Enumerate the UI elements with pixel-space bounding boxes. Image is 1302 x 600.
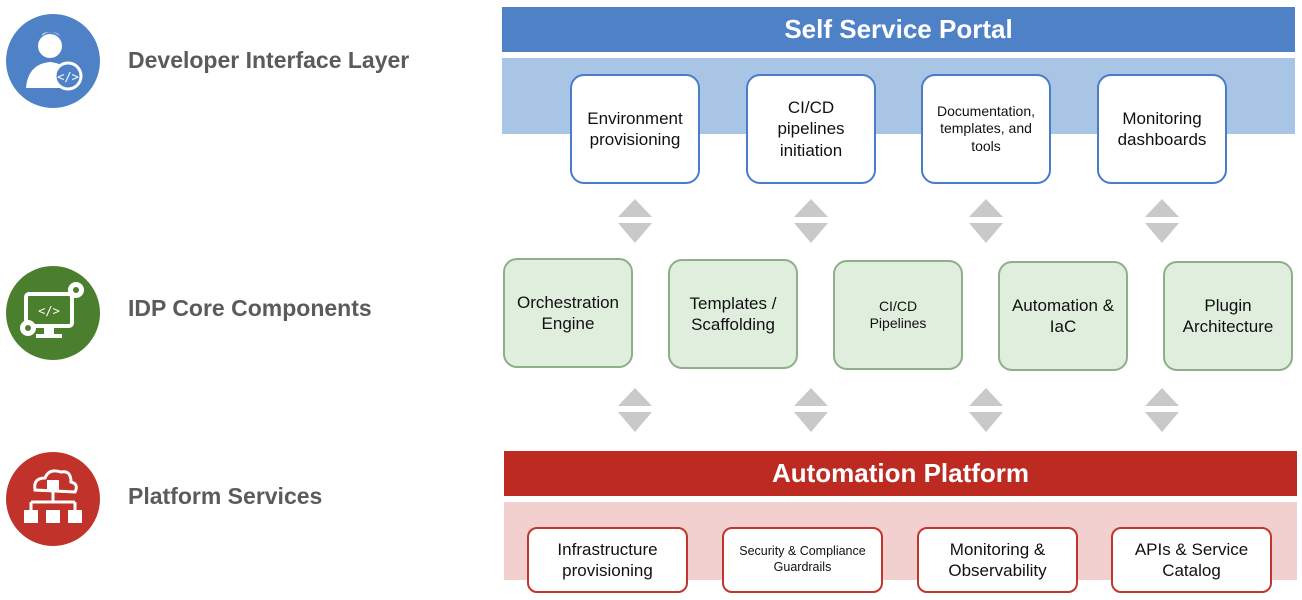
portal-item-label: CI/CD pipelines initiation [777, 98, 845, 160]
monitor-gears-code-icon: </> [6, 266, 100, 360]
bidirectional-arrow-icon [794, 199, 828, 243]
platform-item-infrastructure-provisioning[interactable]: Infrastructure provisioning [527, 527, 688, 593]
core-item-cicd-pipelines[interactable]: CI/CD Pipelines [833, 260, 963, 370]
core-item-label: CI/CD Pipelines [869, 297, 927, 332]
layer-label-developer: Developer Interface Layer [128, 47, 410, 73]
layer-label-platform: Platform Services [128, 483, 323, 509]
svg-text:</>: </> [38, 304, 60, 318]
portal-item-label: Documentation, templates, and tools [936, 102, 1036, 154]
core-item-orchestration-engine[interactable]: Orchestration Engine [503, 258, 633, 368]
core-item-automation-iac[interactable]: Automation & IaC [998, 261, 1128, 371]
bidirectional-arrow-icon [618, 199, 652, 243]
bidirectional-arrow-icon [1145, 199, 1179, 243]
platform-item-monitoring-observability[interactable]: Monitoring & Observability [917, 527, 1078, 593]
portal-item-cicd-pipelines-initiation[interactable]: CI/CD pipelines initiation [746, 74, 876, 184]
core-item-label: Plugin Architecture [1182, 295, 1274, 336]
portal-item-monitoring-dashboards[interactable]: Monitoring dashboards [1097, 74, 1227, 184]
platform-item-label: APIs & Service Catalog [1134, 539, 1249, 580]
portal-item-documentation-templates-tools[interactable]: Documentation, templates, and tools [921, 74, 1051, 184]
core-item-plugin-architecture[interactable]: Plugin Architecture [1163, 261, 1293, 371]
portal-item-label: Monitoring dashboards [1117, 108, 1207, 149]
portal-item-label: Environment provisioning [587, 108, 683, 149]
platform-item-label: Infrastructure provisioning [557, 539, 658, 580]
bidirectional-arrow-icon [618, 388, 652, 432]
bidirectional-arrow-icon [794, 388, 828, 432]
portal-title: Self Service Portal [784, 14, 1013, 44]
platform-item-security-compliance-guardrails[interactable]: Security & Compliance Guardrails [722, 527, 883, 593]
developer-user-icon: </> [6, 14, 100, 108]
automation-platform-banner: Automation Platform [504, 451, 1297, 496]
platform-item-apis-service-catalog[interactable]: APIs & Service Catalog [1111, 527, 1272, 593]
core-item-label: Automation & IaC [1011, 295, 1115, 336]
svg-text:</>: </> [57, 70, 79, 84]
self-service-portal-banner: Self Service Portal [502, 7, 1295, 52]
portal-item-environment-provisioning[interactable]: Environment provisioning [570, 74, 700, 184]
bidirectional-arrow-icon [969, 388, 1003, 432]
core-item-templates-scaffolding[interactable]: Templates / Scaffolding [668, 259, 798, 369]
platform-item-label: Security & Compliance Guardrails [739, 544, 866, 574]
core-item-label: Templates / Scaffolding [689, 293, 777, 334]
platform-item-label: Monitoring & Observability [948, 539, 1047, 580]
automation-platform-title: Automation Platform [771, 458, 1030, 488]
bidirectional-arrow-icon [1145, 388, 1179, 432]
cloud-network-icon [6, 452, 100, 546]
layer-label-core: IDP Core Components [128, 295, 372, 321]
core-item-label: Orchestration Engine [516, 292, 620, 333]
bidirectional-arrow-icon [969, 199, 1003, 243]
